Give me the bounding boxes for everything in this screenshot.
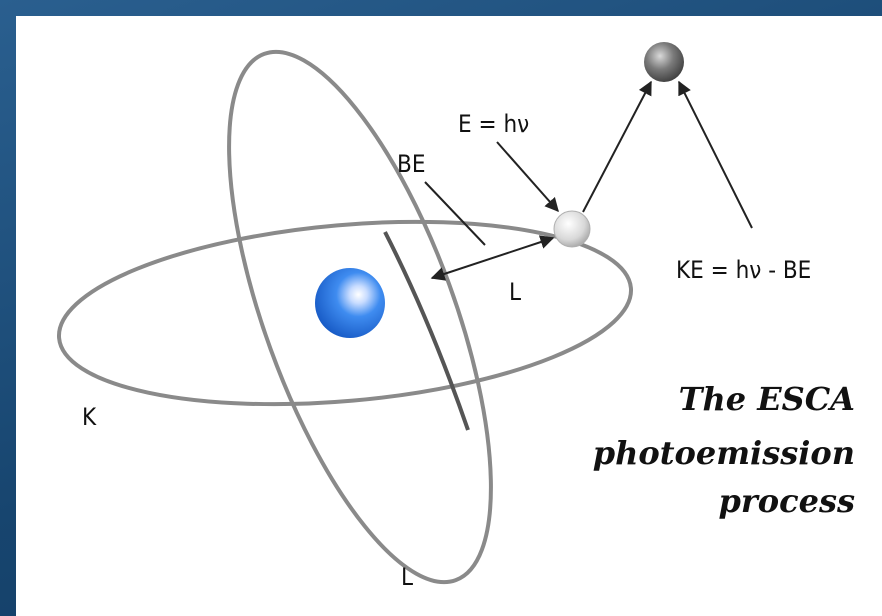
label-shell-l-lower: L bbox=[401, 563, 413, 591]
electron bbox=[554, 211, 590, 247]
ejected-electron bbox=[644, 42, 684, 82]
caption-line-3: process bbox=[719, 482, 855, 520]
photon-arrow bbox=[497, 142, 558, 211]
kinetic-energy-arrow bbox=[679, 82, 752, 228]
binding-energy-arrow bbox=[432, 238, 553, 278]
nucleus bbox=[315, 268, 385, 338]
label-kinetic-energy: KE = hν - BE bbox=[676, 256, 811, 284]
caption-line-1: The ESCA bbox=[679, 380, 855, 418]
binding-energy-pointer bbox=[425, 182, 485, 245]
orbit-front-segment bbox=[385, 232, 468, 430]
ejection-arrow bbox=[583, 82, 651, 212]
label-photon-energy: E = hν bbox=[458, 110, 529, 138]
label-shell-k: K bbox=[82, 403, 97, 431]
label-binding-energy: BE bbox=[397, 150, 425, 178]
caption-line-2: photoemission bbox=[593, 434, 855, 472]
label-shell-l-upper: L bbox=[509, 278, 521, 306]
